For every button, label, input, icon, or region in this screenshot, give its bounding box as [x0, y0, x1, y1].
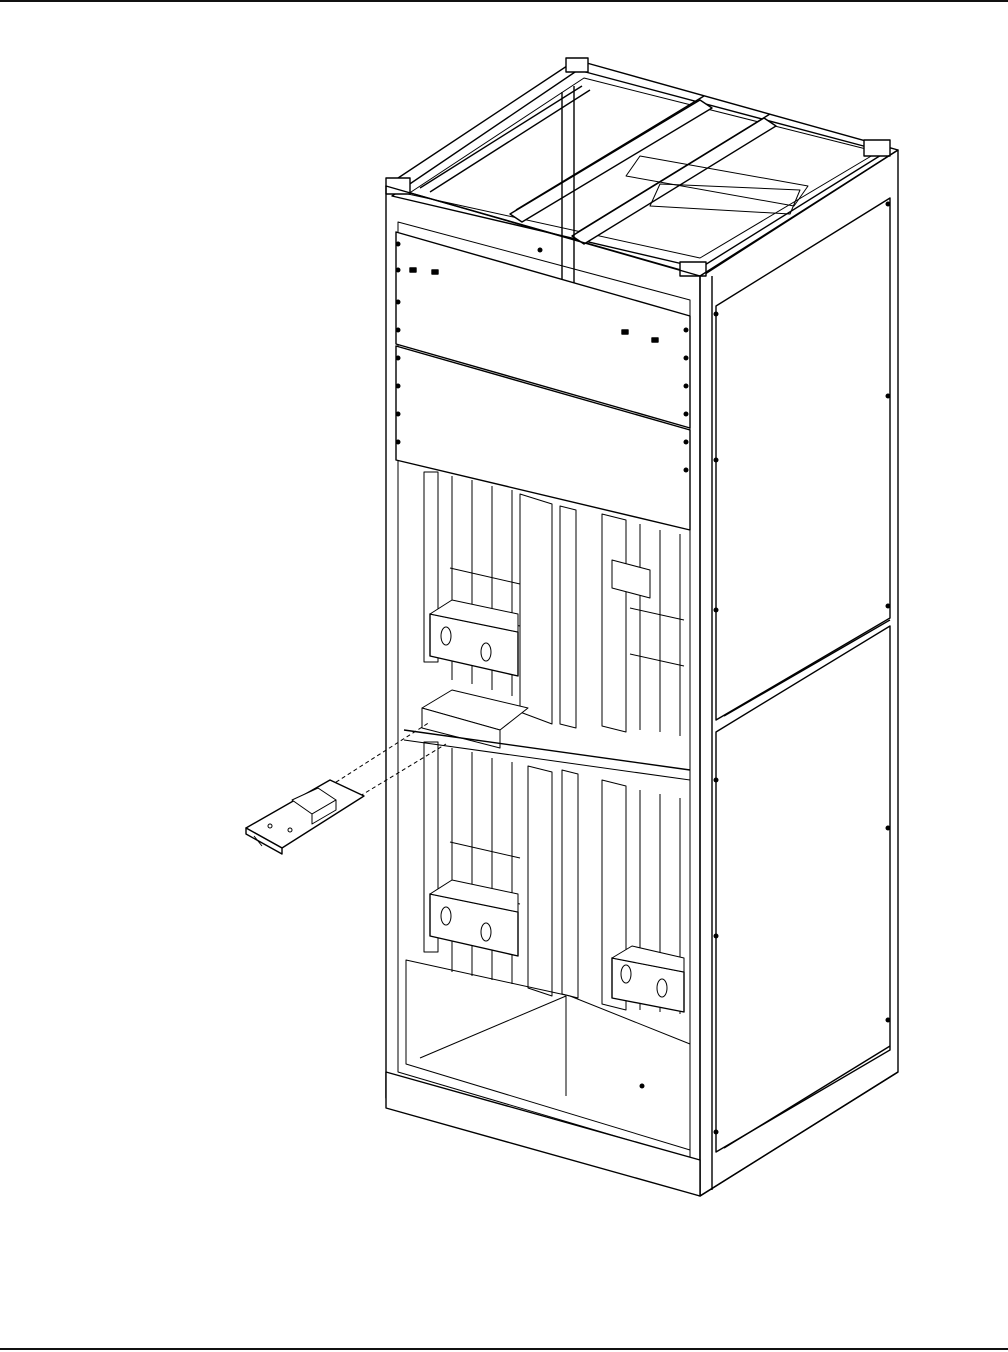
- bottom-rule: [0, 1348, 1008, 1350]
- lower-shelf: [424, 742, 684, 1014]
- cabinet-right-side: [700, 150, 898, 1196]
